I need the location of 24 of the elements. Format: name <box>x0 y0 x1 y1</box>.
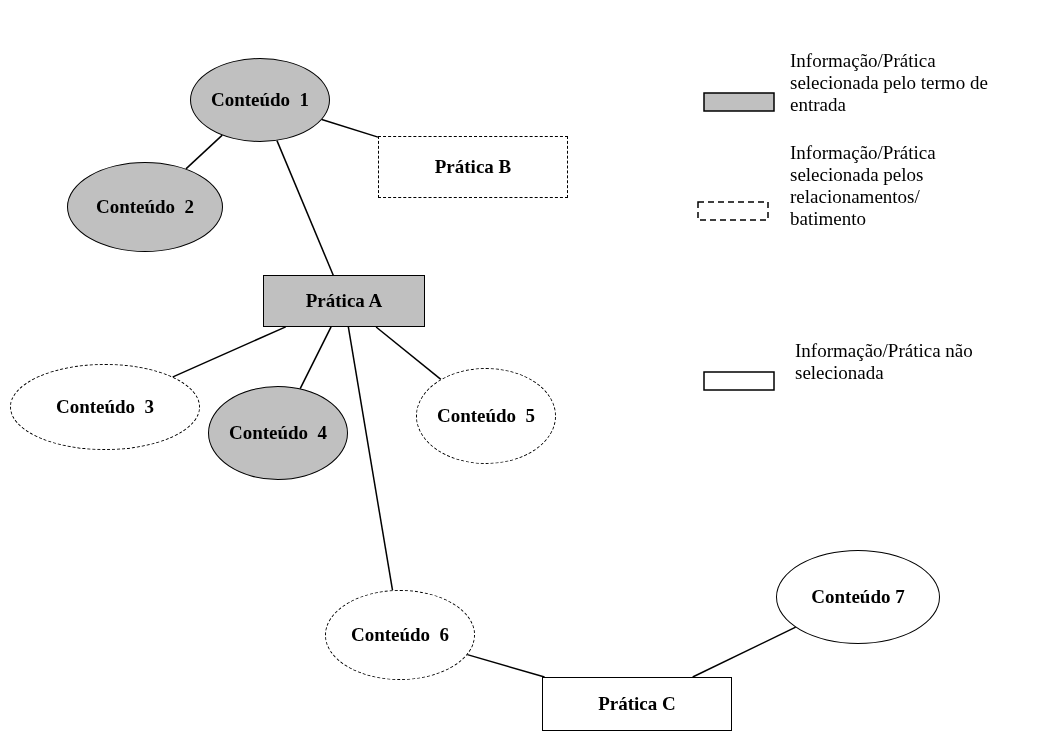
connector-line <box>185 134 224 170</box>
node-label: Prática B <box>434 156 512 178</box>
practice-box <box>378 136 568 198</box>
legend-text: Informação/Prática selecionada pelo termo de entrada <box>790 50 989 116</box>
node-label: Conteúdo 7 <box>811 586 905 608</box>
node-label: Prática A <box>305 290 383 312</box>
node-label: Prática C <box>598 693 676 715</box>
connector-line <box>375 326 442 381</box>
node-label: Conteúdo 5 <box>436 405 536 427</box>
practice-box <box>263 275 425 327</box>
node-label: Conteúdo 3 <box>55 396 155 418</box>
connector-line <box>171 326 287 378</box>
connector-line <box>321 118 379 138</box>
legend-text: Informação/Prática não selecionada <box>795 340 974 384</box>
connector-line <box>691 626 797 678</box>
connector-line <box>299 326 332 390</box>
node-label: Conteúdo 2 <box>95 196 195 218</box>
node-label: Conteúdo 1 <box>210 89 310 111</box>
node-label: Conteúdo 6 <box>350 624 450 646</box>
practice-box <box>542 677 732 731</box>
connector-line <box>466 653 546 678</box>
connector-line <box>347 325 394 591</box>
legend-text: Informação/Prática selecionada pelos relacionamentos/ batimento <box>790 142 937 230</box>
node-label: Conteúdo 4 <box>228 422 328 444</box>
